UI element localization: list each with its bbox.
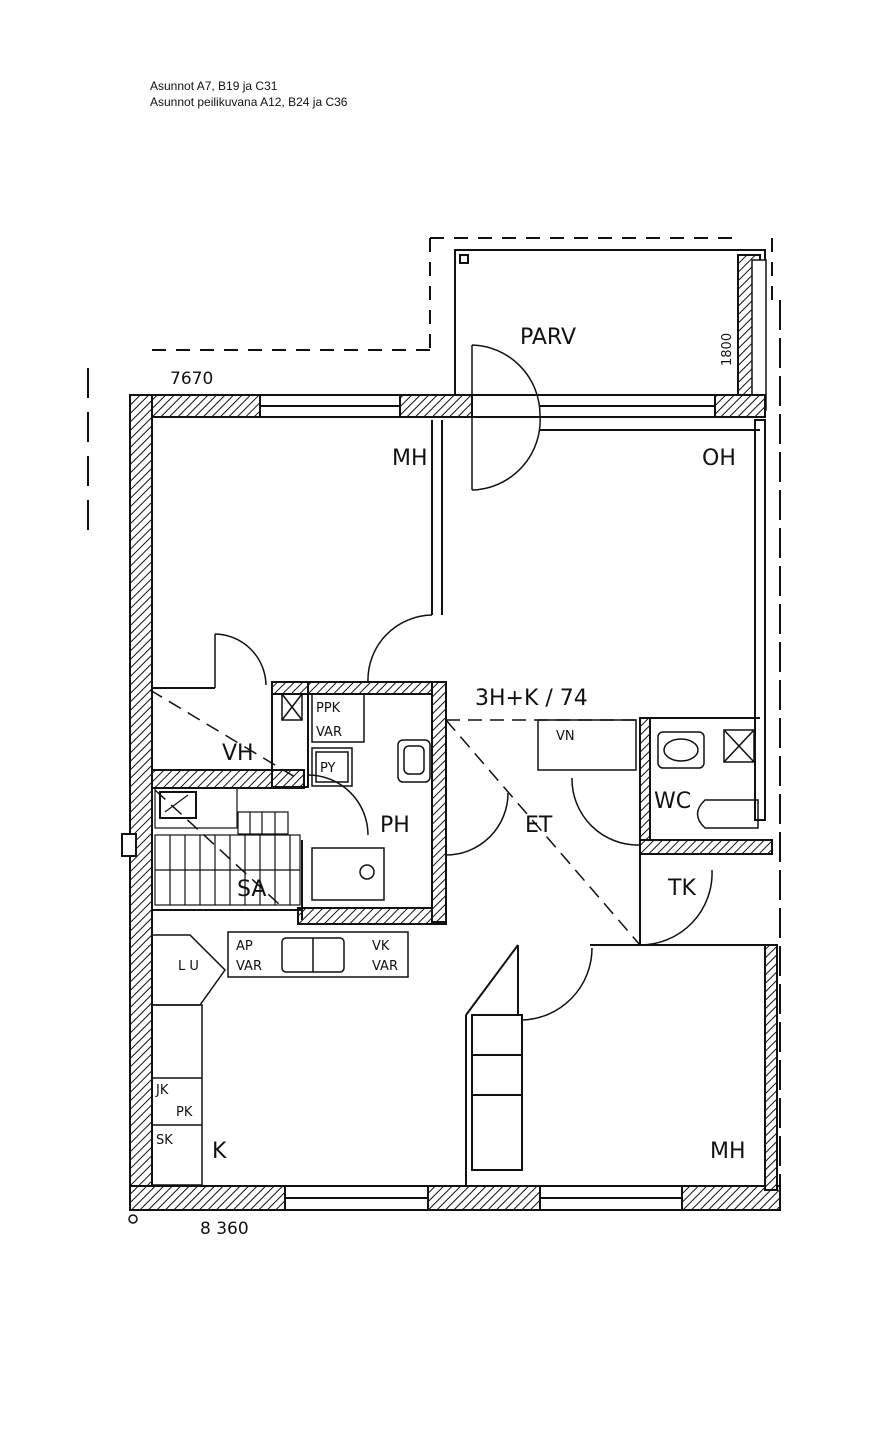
- interior-walls: [151, 420, 775, 1185]
- apartment-type-label: 3H+K / 74: [475, 686, 588, 711]
- fixture-label-var-2: VAR: [236, 959, 262, 974]
- room-label-bathroom: PH: [380, 813, 410, 838]
- balcony: [454, 249, 767, 411]
- bottom-dimension: 8 360: [200, 1219, 249, 1239]
- room-label-kitchen: K: [212, 1139, 227, 1164]
- fixture-label-stove: SK: [156, 1133, 173, 1148]
- room-label-toilet: WC: [654, 789, 691, 814]
- fixture-label-fridge: JK: [155, 1083, 169, 1098]
- room-label-closet: TK: [667, 876, 696, 901]
- room-label-bedroom-top: MH: [392, 446, 428, 471]
- fixture-label-var-3: VAR: [372, 959, 398, 974]
- plan-caption-line-1: Asunnot A7, B19 ja C31: [150, 79, 278, 93]
- room-label-hall: ET: [525, 813, 553, 838]
- plan-caption-line-2: Asunnot peilikuvana A12, B24 ja C36: [150, 95, 348, 109]
- room-label-living-room: OH: [702, 446, 736, 471]
- top-dimension: 7670: [170, 369, 213, 389]
- sauna-benches: [121, 787, 301, 906]
- balcony-dimension: 1800: [720, 333, 735, 366]
- fixture-label-ap: AP: [236, 939, 253, 954]
- fixture-label-var-1: VAR: [316, 725, 342, 740]
- survey-marker: [128, 1214, 138, 1224]
- fixture-label-ppk: PPK: [316, 701, 341, 716]
- room-label-balcony: PARV: [520, 325, 576, 350]
- windows: [259, 394, 716, 1211]
- door-swings: [214, 344, 713, 1021]
- room-label-walk-in-closet: VH: [222, 741, 254, 766]
- fixture-label-linen: VN: [556, 729, 575, 744]
- room-label-bedroom-bottom: MH: [710, 1139, 746, 1164]
- room-label-sauna: SA: [237, 877, 266, 902]
- kitchen-units: [151, 931, 409, 1186]
- site-boundary-lines: [87, 237, 781, 1195]
- plumbing-fixtures: [281, 693, 759, 901]
- fixture-label-freezer: PK: [176, 1105, 193, 1120]
- fixture-label-washer: L U: [178, 959, 199, 974]
- fixture-label-vk: VK: [372, 939, 390, 954]
- fixture-label-dryer: PY: [320, 761, 336, 776]
